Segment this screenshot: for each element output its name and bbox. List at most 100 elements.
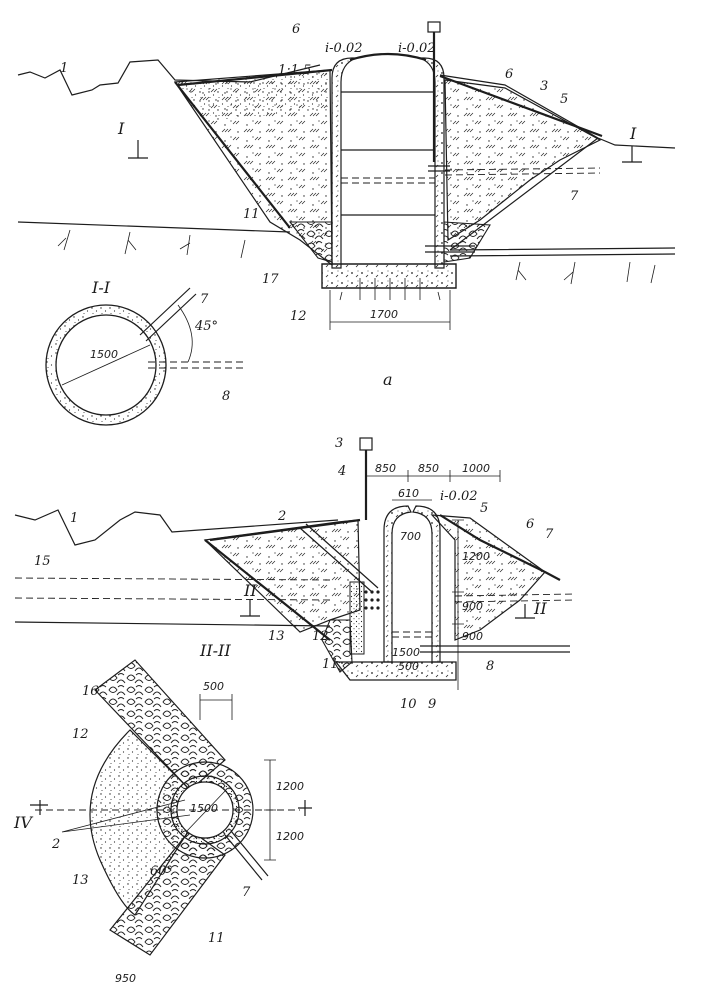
well-wall-left: [331, 57, 357, 269]
gravel-column: [349, 581, 365, 655]
label-16-plan: 16: [82, 684, 99, 699]
plan-dims-right: [264, 759, 276, 861]
river-bed-b: [14, 621, 331, 627]
slope-1-1-5: 1:1.5: [278, 63, 311, 78]
angle-45: 45°: [194, 319, 218, 334]
section-mark-I-right: I: [629, 124, 637, 143]
label-7-b: 7: [545, 527, 554, 542]
dim-1200-b: 1200: [462, 550, 490, 563]
label-7-plan-a: 7: [200, 292, 209, 307]
label-3-b: 3: [335, 436, 343, 451]
dim-850-2: 850: [418, 462, 439, 475]
label-8-b: 8: [486, 659, 494, 674]
well-b-base: [334, 661, 457, 681]
label-6-b2: 6: [526, 517, 534, 532]
water-level-right: [444, 167, 601, 176]
perforation-holes: [364, 590, 380, 610]
label-17-a: 17: [262, 272, 279, 287]
root-lines: [57, 229, 656, 285]
water-level-b: [14, 577, 331, 601]
labels-figure-a: 1 6 6 3 5 7 11 17 12 1:1.5 i-0.02 i-0.02…: [60, 22, 637, 404]
subfigure-letter-a: a: [383, 370, 393, 389]
dim-1000: 1000: [462, 462, 490, 475]
dim-500-plan: 500: [203, 680, 224, 693]
section-mark-right-arrow: [622, 146, 642, 163]
label-10-b: 10: [400, 697, 417, 712]
section-mark-II-right: II: [533, 599, 547, 618]
section-mark-I-left: I: [117, 119, 125, 138]
bank-slope-left: [174, 81, 291, 229]
inlet-pipe: [425, 245, 475, 253]
ground-base-line: [17, 221, 291, 233]
rubble-band-upper: [94, 659, 226, 791]
section-title-I-I: I-I: [91, 278, 111, 297]
bank-slope-b: [204, 539, 331, 641]
section-I-I-plan: [45, 287, 245, 426]
dim-1500-plan: 1500: [190, 802, 218, 815]
figure-b-section: [14, 437, 576, 690]
well-dome: [349, 52, 427, 62]
pipe-outlet-line: [449, 247, 676, 257]
rubble-filter-b: [321, 619, 353, 673]
slope-i-b: i-0.02: [440, 489, 478, 504]
dim-700: 700: [400, 530, 421, 543]
pipe-diagonal: [139, 287, 197, 342]
slope-i-left: i-0.02: [325, 41, 363, 56]
dims-top-line: [365, 470, 501, 482]
labels-figure-plan: 16 500 12 1500 1200 1200 IV 2 13 60° 7 1…: [13, 680, 304, 985]
plan-diameter-1500: [185, 789, 227, 833]
road-surface-left: [177, 68, 333, 87]
dim-1200-plan-1: 1200: [276, 780, 304, 793]
plan-section-mark-right: [298, 800, 312, 816]
plan-fill-sector: [89, 729, 206, 916]
well-b-wall-left: [383, 505, 412, 663]
base-arrows: [339, 278, 441, 301]
embankment-b-right: [430, 514, 546, 641]
dim-900-b2: 900: [462, 630, 483, 643]
label-13-b: 13: [268, 629, 285, 644]
label-1-b: 1: [70, 511, 78, 526]
section-mark-b-left: [240, 600, 260, 617]
intake-pipe-upper: [428, 165, 450, 172]
plan-section-mark-left: [30, 800, 48, 815]
vent-cap-b: [359, 437, 373, 451]
vent-cap: [427, 21, 441, 33]
label-7-plan: 7: [242, 885, 251, 900]
dim-900-b1: 900: [462, 600, 483, 613]
label-2-b: 2: [277, 509, 286, 524]
section-mark-left-arrow: [128, 140, 148, 159]
dim-1200-plan-2: 1200: [276, 830, 304, 843]
well-b-water: [392, 631, 432, 638]
label-12-a: 12: [290, 309, 307, 324]
rubble-filter-left: [288, 221, 333, 263]
well-rings: [341, 91, 435, 216]
dim-950-plan: 950: [115, 972, 136, 985]
diameter-line-1500: [61, 344, 151, 386]
angle-arc-45: [177, 304, 193, 363]
section-mark-b-right: [515, 604, 535, 619]
ground-surface-b: [14, 509, 339, 546]
well-wall-right: [419, 57, 445, 269]
water-level-well: [341, 177, 435, 184]
inclined-pipe-b: [299, 523, 379, 593]
label-15-b: 15: [34, 554, 51, 569]
pipe-horizontal: [148, 361, 245, 369]
label-11-b: 11: [322, 657, 339, 672]
label-5-b: 5: [480, 501, 488, 516]
dim-1700: 1700: [370, 308, 398, 321]
section-mark-II-left: II: [243, 581, 257, 600]
well-b-wall-right: [412, 505, 441, 663]
water-level-b-right: [454, 593, 576, 603]
ground-surface-left: [17, 59, 321, 96]
label-5-a: 5: [560, 92, 568, 107]
label-11-plan: 11: [208, 931, 225, 946]
label-2-plan: 2: [51, 837, 60, 852]
outlet-pipe-b: [420, 645, 570, 653]
plan-leaders-2: [61, 799, 191, 833]
dim-610: 610: [398, 487, 419, 500]
road-surface-b-right: [439, 514, 561, 581]
dim-line-1700: [329, 290, 451, 330]
section-title-II-II: II-II: [199, 641, 231, 660]
dim-850-1: 850: [375, 462, 396, 475]
